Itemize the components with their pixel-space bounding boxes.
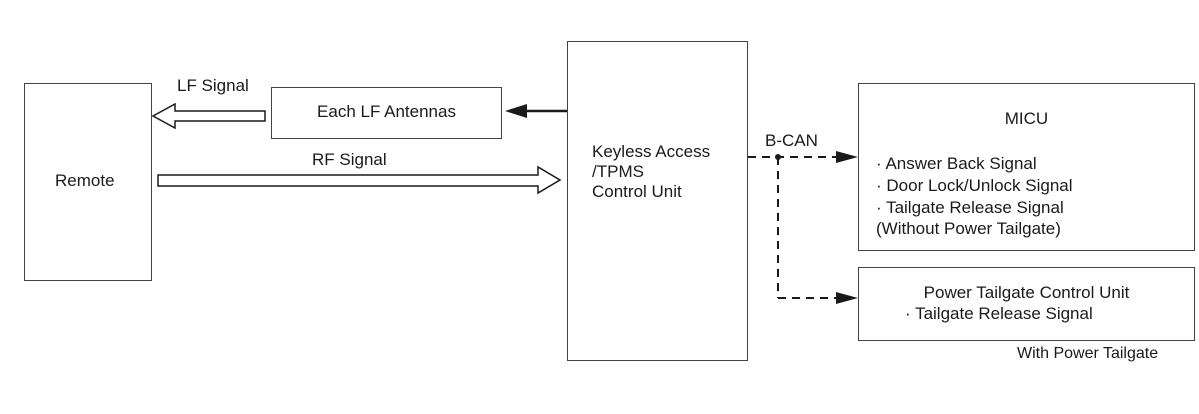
micu-note: (Without Power Tailgate) xyxy=(876,219,1061,238)
control-unit-line-2: /TPMS xyxy=(592,162,644,181)
lf-antennas-box: Each LF Antennas xyxy=(271,87,502,139)
micu-signal-door-lock: · Door Lock/Unlock Signal xyxy=(876,176,1073,195)
control-unit-line-3: Control Unit xyxy=(592,182,682,201)
power-tailgate-title: Power Tailgate Control Unit xyxy=(923,283,1130,302)
power-tailgate-box: Power Tailgate Control Unit · Tailgate R… xyxy=(858,267,1195,341)
control-unit-line-1: Keyless Access xyxy=(592,142,711,161)
remote-box: Remote xyxy=(24,83,152,281)
micu-signal-tailgate-release: · Tailgate Release Signal xyxy=(876,198,1064,217)
rf-signal-arrow xyxy=(157,165,562,195)
power-tailgate-caption: With Power Tailgate xyxy=(1017,345,1159,362)
lf-signal-label: LF Signal xyxy=(177,76,249,95)
rf-signal-label: RF Signal xyxy=(312,150,387,169)
remote-label: Remote xyxy=(55,171,115,190)
micu-box: MICU · Answer Back Signal · Door Lock/Un… xyxy=(858,83,1195,251)
power-tailgate-signal: · Tailgate Release Signal xyxy=(905,304,1093,323)
micu-signal-answer-back: · Answer Back Signal xyxy=(876,154,1037,173)
bcan-to-tailgate-arrowhead xyxy=(836,292,858,304)
lf-antennas-label: Each LF Antennas xyxy=(317,102,456,121)
control-unit-box: Keyless Access /TPMS Control Unit xyxy=(567,41,748,361)
bcan-label: B-CAN xyxy=(765,131,818,150)
micu-title: MICU xyxy=(1004,109,1049,128)
lf-signal-arrow xyxy=(151,102,266,130)
antenna-feed-arrowhead xyxy=(505,104,527,118)
bcan-to-micu-arrowhead xyxy=(836,151,858,163)
